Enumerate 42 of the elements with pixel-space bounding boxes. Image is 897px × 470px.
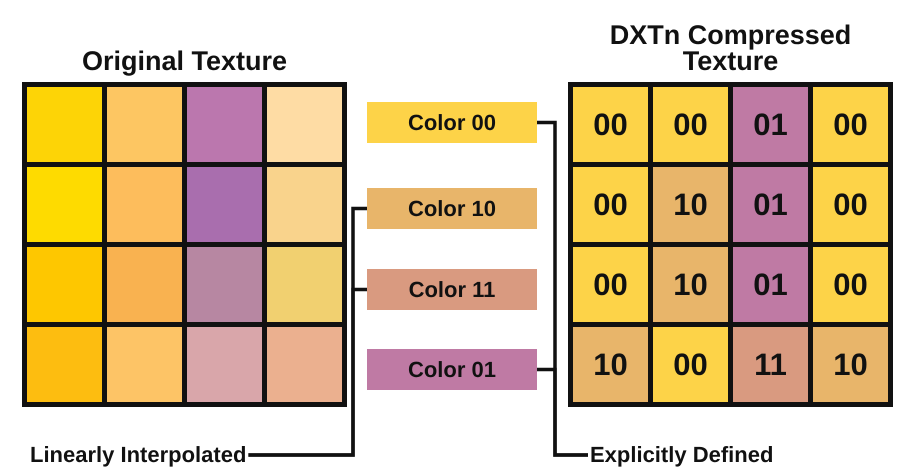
texel-cell — [267, 247, 342, 322]
grid-heading: DXTn Compressed Texture — [608, 22, 852, 74]
color-swatch-label: Color 01 — [367, 349, 537, 390]
index-cell: 00 — [813, 87, 888, 162]
index-cell: 00 — [573, 87, 648, 162]
color-swatch-label: Color 00 — [367, 102, 537, 143]
texel-cell — [107, 87, 182, 162]
texel-cell — [187, 167, 262, 242]
index-cell: 01 — [733, 247, 808, 322]
index-cell: 10 — [653, 167, 728, 242]
bracket-line — [248, 288, 367, 457]
bracket-line — [537, 368, 588, 457]
texel-cell — [27, 87, 102, 162]
texel-cell — [27, 247, 102, 322]
texel-cell — [187, 327, 262, 402]
index-cell: 10 — [813, 327, 888, 402]
texel-cell — [267, 327, 342, 402]
texel-cell — [187, 87, 262, 162]
texel-cell — [107, 247, 182, 322]
index-cell: 10 — [573, 327, 648, 402]
index-cell: 00 — [653, 87, 728, 162]
texel-cell — [107, 167, 182, 242]
bracket-label: Explicitly Defined — [590, 443, 774, 467]
index-cell: 01 — [733, 167, 808, 242]
index-cell: 00 — [813, 247, 888, 322]
color-swatch-label: Color 11 — [367, 269, 537, 310]
index-cell: 00 — [653, 327, 728, 402]
index-cell: 01 — [733, 87, 808, 162]
index-cell: 00 — [573, 247, 648, 322]
texel-cell — [267, 167, 342, 242]
color-swatch-label: Color 10 — [367, 188, 537, 229]
texel-cell — [27, 327, 102, 402]
grid-heading: Original Texture — [80, 48, 288, 74]
texel-cell — [107, 327, 182, 402]
texel-cell — [27, 167, 102, 242]
texel-cell — [187, 247, 262, 322]
index-cell: 11 — [733, 327, 808, 402]
index-cell: 00 — [813, 167, 888, 242]
texel-cell — [267, 87, 342, 162]
index-cell: 10 — [653, 247, 728, 322]
index-cell: 00 — [573, 167, 648, 242]
bracket-label: Linearly Interpolated — [30, 443, 246, 467]
